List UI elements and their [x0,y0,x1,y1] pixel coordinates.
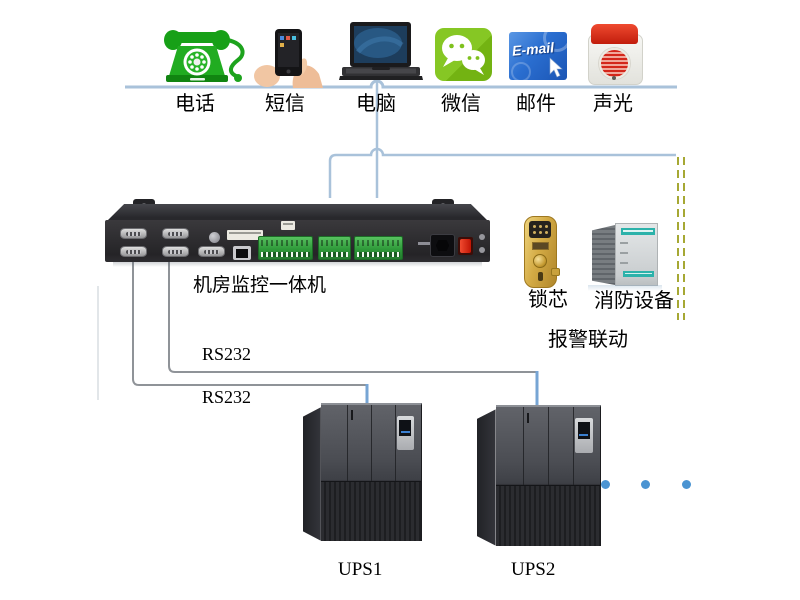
wechat-icon [435,28,492,81]
email-icon-text: E-mail [511,39,555,59]
channel-label-computer: 电脑 [356,93,396,115]
fire-label: 消防设备 [594,290,674,312]
terminal-block-2 [318,236,351,260]
ups-vents [495,484,600,546]
ups-display-panel [574,418,593,453]
fire-box-front [615,223,658,286]
lock-keypad [529,221,551,238]
device-front-panel [105,220,490,262]
siren-speaker-grille [599,48,630,79]
ethernet-port [233,246,251,260]
phone-handset [168,32,226,43]
rs232-label-lower: RS232 [202,387,252,407]
rs232-port-2 [120,246,147,257]
ups1-label: UPS1 [338,559,383,580]
lock-display [532,242,549,250]
channel-label-email: 邮件 [516,93,556,115]
rs232-line-upper [168,262,537,373]
computer-icon [339,22,423,80]
more-ups-dot [641,480,650,489]
rs232-port-3 [162,228,189,239]
monitoring-unit-device [105,196,490,267]
power-switch [458,237,473,255]
channel-label-sound-light: 声光 [593,93,633,115]
ups-display-panel [396,415,414,450]
sound-light-alarm-icon [588,24,643,85]
lock-keyhole [538,272,543,281]
channel-label-sms: 短信 [265,93,305,115]
lock-label: 锁芯 [528,289,568,311]
ups2-label: UPS2 [511,559,556,580]
wechat-bubble-small [462,50,485,70]
channel-label-phone: 电话 [175,93,215,115]
phone-cord [226,38,245,78]
alarm-linkage-label: 报警联动 [548,329,628,351]
left-hand [254,65,280,87]
panel-screw [479,247,485,253]
channel-label-wechat: 微信 [441,93,481,115]
ac-label [418,242,431,245]
device-branch-line [328,147,676,198]
rs232-port-5 [198,246,225,257]
panel-screw [479,234,485,240]
lock-core-device [524,216,560,288]
lock-knob [533,254,547,268]
terminal-block-3 [354,236,403,260]
ups1-cabinet [303,403,422,545]
rs232-label-upper: RS232 [202,344,252,364]
top-sticker [281,221,295,230]
terminal-block-1 [258,236,313,260]
reset-button [209,232,220,243]
power-inlet [430,234,455,257]
more-ups-dot [601,480,610,489]
fire-equipment-device [588,223,662,291]
device-top-lid [107,204,488,221]
fire-box-side-vents [592,225,615,285]
cursor-arrow-icon [549,57,563,78]
sms-icon [254,29,323,88]
rs232-line-lower [132,262,367,386]
more-ups-dot [682,480,691,489]
monitor-unit-label: 机房监控一体机 [193,275,327,296]
siren-red-cap [591,24,638,44]
telephone-icon [164,30,245,82]
rs232-port-4 [162,246,189,257]
ups2-cabinet [477,405,601,550]
device-label-sticker [227,230,263,240]
ups-vents [320,481,421,541]
rs232-port-1 [120,228,147,239]
email-icon: E-mail [509,32,567,80]
